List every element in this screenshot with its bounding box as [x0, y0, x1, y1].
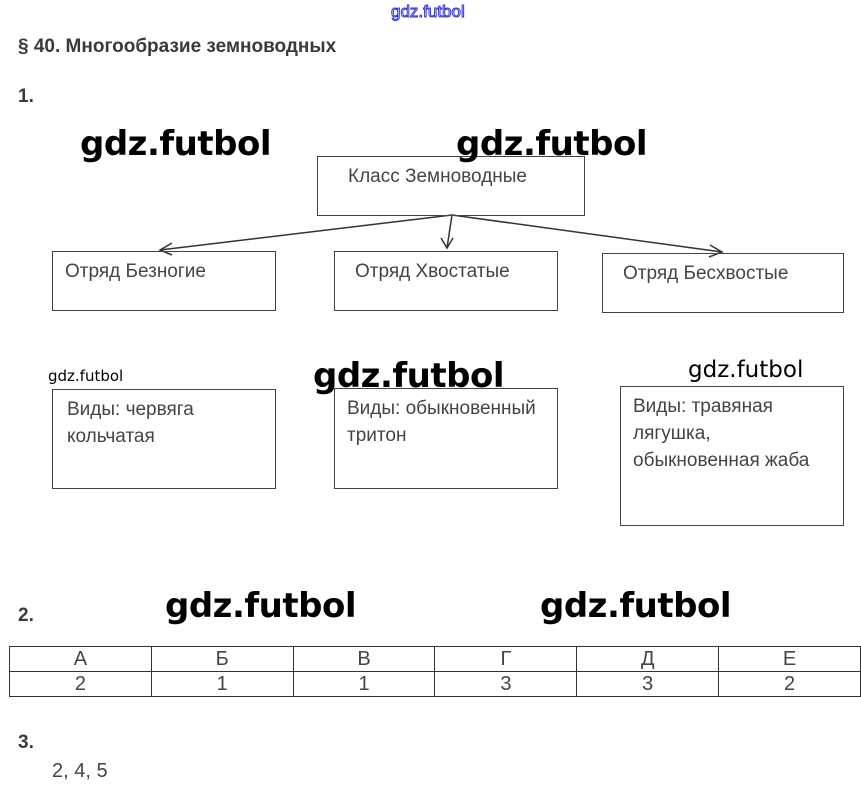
order-box-2: Отряд Хвостатые	[334, 251, 558, 311]
root-box: Класс Земноводные	[317, 156, 585, 216]
order-box-1: Отряд Безногие	[52, 251, 276, 311]
diagram-arrows	[158, 214, 724, 258]
task1-number: 1.	[18, 86, 34, 107]
watermark: gdz.futbol	[48, 367, 124, 385]
table-header: Г	[434, 646, 578, 672]
watermark: gdz.futbol	[313, 356, 504, 396]
page-title: § 40. Многообразие земноводных	[18, 36, 337, 57]
table-cell: 2	[9, 671, 152, 697]
watermark: gdz.futbol	[80, 124, 271, 164]
table-row: А Б В Г Д Е	[9, 646, 861, 672]
answer-table: А Б В Г Д Е 2 1 1 3 3 2	[9, 646, 861, 697]
table-header: Б	[150, 646, 294, 672]
table-header: В	[292, 646, 436, 672]
table-cell: 2	[718, 671, 861, 697]
watermark: gdz.futbol	[688, 357, 804, 383]
arrow-to-beshv	[451, 214, 723, 253]
table-cell: 1	[292, 671, 436, 697]
watermark: gdz.futbol	[456, 124, 647, 164]
order-box-3: Отряд Бесхвостые	[602, 253, 844, 313]
arrow-to-bezno	[159, 214, 453, 251]
species-box-1: Виды: червяга кольчатая	[52, 389, 276, 489]
species-box-2: Виды: обыкновенный тритон	[334, 388, 558, 489]
task2-number: 2.	[18, 605, 34, 626]
watermark: gdz.futbol	[540, 586, 731, 626]
table-cell: 3	[576, 671, 720, 697]
task3-answer: 2, 4, 5	[52, 760, 108, 782]
arrow-to-hvost	[446, 214, 453, 249]
watermark: gdz.futbol	[165, 586, 356, 626]
table-cell: 1	[150, 671, 294, 697]
table-header: Д	[576, 646, 720, 672]
species-box-3: Виды: травяная лягушка, обыкновенная жаб…	[620, 386, 844, 526]
watermark-top: gdz.futbol	[391, 2, 466, 22]
table-header: Е	[718, 646, 861, 672]
table-header: А	[9, 646, 152, 672]
task3-number: 3.	[18, 732, 34, 753]
table-row: 2 1 1 3 3 2	[9, 671, 861, 697]
table-cell: 3	[434, 671, 578, 697]
